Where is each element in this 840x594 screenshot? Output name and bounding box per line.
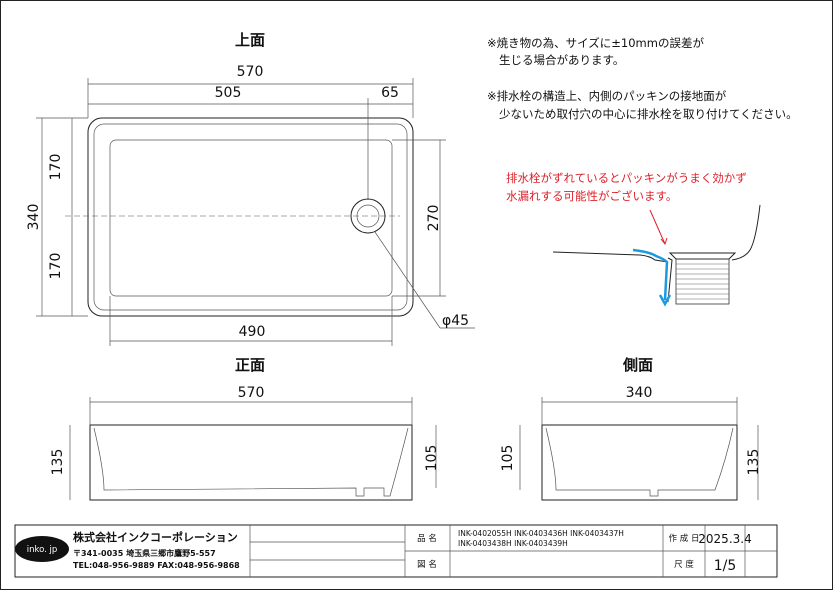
top-view-title: 上面 (235, 31, 265, 49)
front-view: 正面 570 135 105 (50, 356, 440, 501)
side-dim-width: 340 (626, 385, 653, 401)
basin-rim (93, 123, 408, 311)
logo-text: inko. jp (27, 545, 58, 555)
company-logo (15, 536, 69, 562)
water-leak-flow-arrow (632, 248, 669, 301)
product-line2: INK-0403438H INK-0403439H (458, 539, 568, 548)
side-outline (541, 424, 738, 501)
note2-line2: 少ないため取付穴の中心に排水栓を取り付けてください。 (499, 107, 798, 121)
dim-half-upper: 170 (48, 154, 64, 181)
side-dim-inner-height: 105 (500, 445, 516, 472)
company-address: 〒341-0035 埼玉県三郷市鷹野5-557 (73, 548, 216, 558)
drain-detail-illustration (552, 204, 761, 307)
date-label: 作 成 日 (669, 533, 700, 544)
product-label: 品 名 (417, 533, 437, 544)
dim-to-drain: 505 (215, 85, 242, 101)
dim-half-lower: 170 (48, 253, 64, 280)
front-outline (89, 424, 413, 501)
dim-inner-width: 490 (239, 324, 266, 340)
dim-drain-offset: 65 (381, 85, 399, 101)
drawing-label: 図 名 (417, 559, 437, 570)
side-dim-height: 135 (746, 449, 762, 476)
front-dim-inner-height: 105 (424, 445, 440, 472)
drain-body (675, 258, 730, 305)
company-contact: TEL:048-956-9889 FAX:048-956-9868 (73, 561, 240, 570)
side-view-title: 側面 (622, 356, 653, 374)
side-view: 側面 340 105 135 (500, 356, 762, 501)
warning-line2: 水漏れする可能性がございます。 (506, 189, 677, 203)
front-dim-height: 135 (50, 449, 66, 476)
warning-arrow (649, 209, 666, 245)
notes: ※焼き物の為、サイズに±10mmの誤差が 生じる場合があります。 ※排水栓の構造… (487, 36, 798, 203)
front-dim-width: 570 (238, 385, 265, 401)
basin-inner-bowl (109, 139, 393, 297)
date-value: 2025.3.4 (698, 532, 751, 546)
warning-line1: 排水栓がずれているとパッキンがうまく効かず (506, 171, 747, 185)
dim-drain-diameter: φ45 (442, 313, 469, 329)
dim-total-width: 570 (237, 64, 264, 80)
drain-hole-inner (356, 204, 380, 228)
dim-depth: 340 (26, 204, 42, 231)
dim-inner-depth: 270 (426, 205, 442, 232)
front-view-title: 正面 (235, 356, 265, 374)
front-inner-profile (93, 427, 409, 497)
scale-label: 尺 度 (674, 559, 694, 570)
note2-line1: ※排水栓の構造上、内側のパッキンの接地面が (487, 89, 727, 103)
title-block: inko. jp 株式会社インクコーポレーション 〒341-0035 埼玉県三郷… (14, 524, 778, 578)
basin-outer-outline (87, 117, 414, 317)
product-line1: INK-0402055H INK-0403436H INK-0403437H (458, 529, 624, 538)
company-name: 株式会社インクコーポレーション (73, 530, 238, 544)
side-inner-profile (545, 427, 734, 497)
scale-value: 1/5 (714, 558, 737, 574)
note1-line2: 生じる場合があります。 (499, 53, 624, 67)
top-view: 上面 570 505 65 340 170 170 270 490 φ45 (26, 31, 475, 346)
note1-line1: ※焼き物の為、サイズに±10mmの誤差が (487, 36, 704, 50)
drain-flange (668, 252, 737, 260)
